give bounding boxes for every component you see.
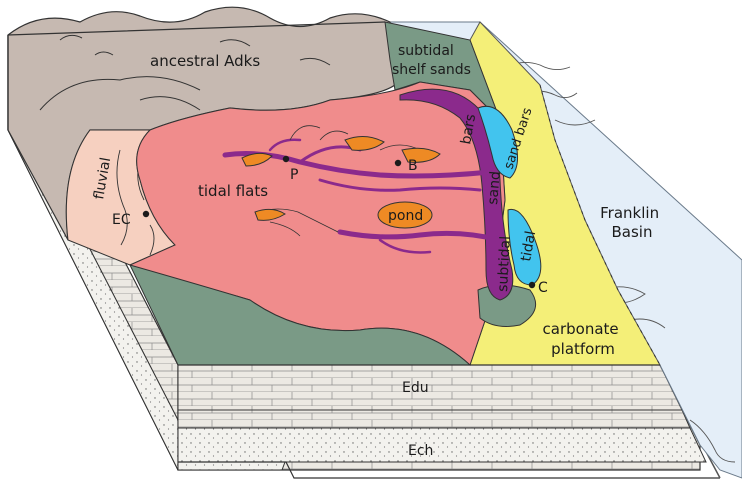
point-c: [529, 282, 535, 288]
label-shelf-line2: shelf sands: [392, 62, 471, 78]
label-pond: pond: [388, 208, 423, 224]
point-p: [283, 156, 289, 162]
label-franklin-line2: Basin: [612, 223, 653, 241]
point-ec: [143, 211, 149, 217]
label-shelf-line1: subtidal: [398, 43, 454, 59]
sandstone-band: [178, 410, 690, 428]
label-ech: Ech: [408, 443, 433, 459]
label-subtidal: subtidal: [495, 236, 514, 293]
label-p: P: [290, 167, 298, 183]
front-side-face: [178, 365, 720, 478]
label-ec: EC: [112, 212, 131, 228]
label-sand: sand: [485, 170, 504, 205]
label-ancestral-adks: ancestral Adks: [150, 52, 260, 70]
edu-layer: [178, 365, 682, 410]
point-b: [395, 160, 401, 166]
label-carbonate-line2: platform: [551, 340, 615, 358]
label-carbonate-line1: carbonate: [543, 320, 619, 338]
label-b: B: [408, 158, 418, 174]
label-tidal-flats: tidal flats: [198, 182, 268, 200]
label-c: C: [538, 280, 548, 296]
label-franklin-line1: Franklin: [600, 204, 659, 222]
label-edu: Edu: [402, 380, 429, 396]
